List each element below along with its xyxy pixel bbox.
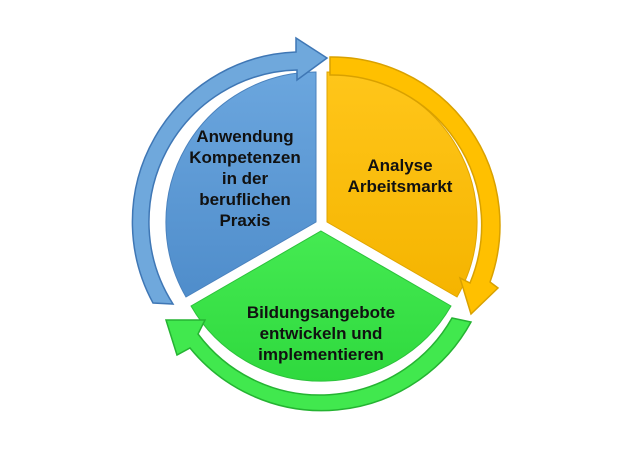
orange-cycle-arrow (329, 56, 501, 316)
segment-blue-wedge (165, 71, 317, 298)
segment-orange-line-1: Analyse (367, 156, 433, 175)
blue-cycle-arrow (131, 36, 329, 305)
segment-orange-line-2: Arbeitsmarkt (347, 177, 453, 196)
segment-blue-line-2: Kompetenzen (189, 148, 301, 167)
segment-green-label: Bildungsangebote entwickeln und implemen… (236, 302, 406, 365)
segment-green-line-1: Bildungsangebote (246, 303, 396, 322)
segment-green-line-3: implementieren (258, 345, 384, 364)
segment-blue-line-5: Praxis (219, 211, 271, 230)
segment-blue-line-3: in der (221, 169, 269, 188)
segment-orange-label: Analyse Arbeitsmarkt (340, 155, 460, 197)
segment-green-line-2: entwickeln und (259, 324, 383, 343)
segment-blue-label: Anwendung Kompetenzen in der beruflichen… (186, 126, 304, 231)
segment-green-wedge (190, 230, 452, 382)
segment-blue-line-1: Anwendung (196, 127, 294, 146)
cycle-arrows (131, 36, 501, 412)
segment-blue-line-4: beruflichen (199, 190, 291, 209)
green-cycle-arrow (164, 317, 473, 412)
